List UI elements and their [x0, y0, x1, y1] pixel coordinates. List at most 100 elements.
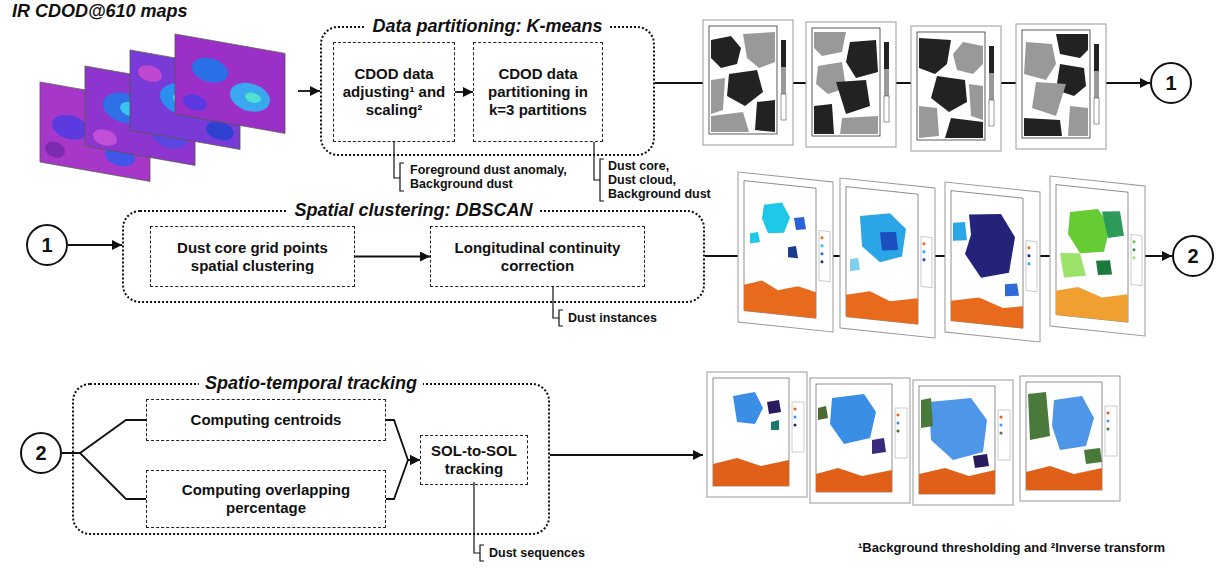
partition-map-thumbnail	[1024, 42, 1056, 80]
cluster-map-thumbnail	[923, 250, 926, 253]
partition-map-thumbnail	[840, 116, 878, 134]
footnote: ¹Background thresholding and ²Inverse tr…	[858, 540, 1165, 556]
partition-map-thumbnail	[781, 94, 786, 120]
cdod-map	[175, 34, 285, 133]
cluster-map-thumbnail	[846, 289, 918, 325]
sequence-map-thumbnail	[1026, 382, 1102, 490]
cluster-map-thumbnail	[744, 279, 816, 319]
stage-title: Spatial clustering: DBSCAN	[288, 199, 538, 221]
cluster-map-thumbnail	[945, 182, 1040, 342]
cluster-thumbnails	[738, 172, 1145, 342]
box-label: Dust core grid points spatial clustering	[157, 239, 348, 275]
cluster-map-thumbnail	[819, 231, 830, 282]
cdod-map	[93, 127, 117, 147]
partition-map-thumbnail	[917, 32, 985, 140]
sequence-map-thumbnail	[794, 416, 797, 419]
cdod-map	[138, 63, 162, 83]
partition-map-thumbnail	[755, 100, 775, 132]
partition-map-thumbnail	[1032, 82, 1066, 116]
cluster-map-thumbnail	[1005, 282, 1019, 297]
partition-map-thumbnail	[727, 70, 763, 106]
cluster-map-thumbnail	[1056, 285, 1128, 323]
circle-number: 1	[1165, 72, 1176, 94]
partition-map-thumbnail	[846, 40, 878, 78]
sequence-map-thumbnail	[707, 372, 807, 497]
sequence-map-thumbnail	[1105, 406, 1117, 456]
stage-container: Data partitioning: K-meansCDOD data adju…	[320, 26, 655, 156]
sequence-map-thumbnail	[919, 468, 995, 494]
label-line: Background dust	[608, 187, 711, 201]
sequence-map-thumbnail	[1107, 420, 1110, 423]
partition-map-thumbnail	[989, 100, 994, 126]
cluster-map-thumbnail	[860, 210, 906, 265]
cluster-map-thumbnail	[1028, 254, 1031, 257]
cluster-map-thumbnail	[850, 257, 860, 272]
circle-number: 1	[41, 234, 52, 256]
cluster-map-thumbnail	[1056, 185, 1128, 323]
sequence-map-thumbnail	[810, 378, 910, 503]
annotation-bracket	[480, 545, 484, 561]
cluster-map-thumbnail	[794, 216, 806, 231]
sequence-map-thumbnail	[733, 392, 763, 424]
label-line: Dust core,	[608, 159, 711, 173]
heading-holder: Spatial clustering: DBSCAN	[124, 199, 703, 221]
partition-map-thumbnail	[911, 26, 1001, 151]
box-label: CDOD data adjusting¹ and scaling²	[340, 65, 448, 119]
cluster-map-thumbnail	[1133, 240, 1136, 243]
sequence-map-thumbnail	[810, 378, 910, 503]
stage-title: Data partitioning: K-means	[366, 15, 608, 37]
process-box: CDOD data partitioning in k=3 partitions	[473, 42, 603, 142]
connector-circle: 1	[26, 224, 68, 266]
output-annotation: Dust sequences	[489, 546, 585, 560]
sequence-map-thumbnail	[771, 420, 779, 430]
cluster-map-thumbnail	[1131, 235, 1142, 286]
cluster-map-thumbnail	[1028, 246, 1031, 249]
heading-holder: Data partitioning: K-means	[322, 15, 653, 37]
partition-map-thumbnail	[919, 38, 951, 74]
map-stack-node: IR CDOD@610 maps	[8, 0, 298, 185]
partition-map-thumbnail	[1024, 34, 1088, 136]
sequence-map-thumbnail	[913, 380, 1013, 505]
cluster-map-thumbnail	[953, 221, 967, 242]
process-box: SOL-to-SOL tracking	[420, 435, 528, 485]
sequence-map-thumbnail	[973, 454, 989, 468]
sequence-map-thumbnail	[1000, 432, 1003, 435]
cluster-map-thumbnail	[821, 252, 824, 255]
cdod-map	[230, 80, 270, 115]
heading-holder: IR CDOD@610 maps	[12, 0, 188, 22]
annotation-bracket	[400, 163, 404, 191]
cluster-map-thumbnail	[840, 178, 935, 338]
label-line: Background dust	[410, 177, 567, 191]
cluster-map-thumbnail	[923, 258, 926, 261]
partition-map-thumbnail	[1094, 44, 1099, 71]
cdod-map	[175, 34, 285, 133]
partition-map-thumbnail	[911, 26, 1001, 151]
flow-arrow	[68, 244, 122, 246]
sequence-map-thumbnail	[1000, 416, 1003, 419]
annotation-bracket	[600, 159, 604, 201]
cluster-map-thumbnail	[821, 260, 824, 263]
cdod-map-stack	[40, 34, 285, 181]
sequence-map-thumbnail	[897, 414, 900, 417]
cluster-map-thumbnail	[846, 187, 918, 325]
output-arrow	[550, 454, 703, 456]
cdod-map	[175, 34, 285, 133]
partition-map-thumbnail	[1094, 98, 1099, 124]
partition-map-thumbnail	[945, 118, 983, 138]
partition-map-thumbnail	[989, 73, 994, 100]
sequence-map-thumbnail	[1026, 466, 1102, 490]
partition-map-thumbnail	[836, 80, 870, 114]
partition-map-thumbnail	[989, 46, 994, 73]
connector-circle: 2	[20, 432, 62, 474]
cluster-map-thumbnail	[1133, 248, 1136, 251]
partition-map-thumbnail	[814, 32, 846, 56]
stage-container: Spatial clustering: DBSCANDust core grid…	[122, 210, 705, 303]
cluster-map-thumbnail	[880, 230, 898, 252]
cdod-map	[175, 34, 285, 133]
sequence-map-thumbnail	[1000, 424, 1003, 427]
cluster-map-thumbnail	[1050, 176, 1145, 336]
label-holder: ¹Background thresholding and ²Inverse tr…	[858, 540, 1165, 556]
cluster-map-thumbnail	[744, 181, 816, 319]
cluster-map-thumbnail	[951, 295, 1023, 329]
cluster-map-thumbnail	[923, 242, 926, 245]
